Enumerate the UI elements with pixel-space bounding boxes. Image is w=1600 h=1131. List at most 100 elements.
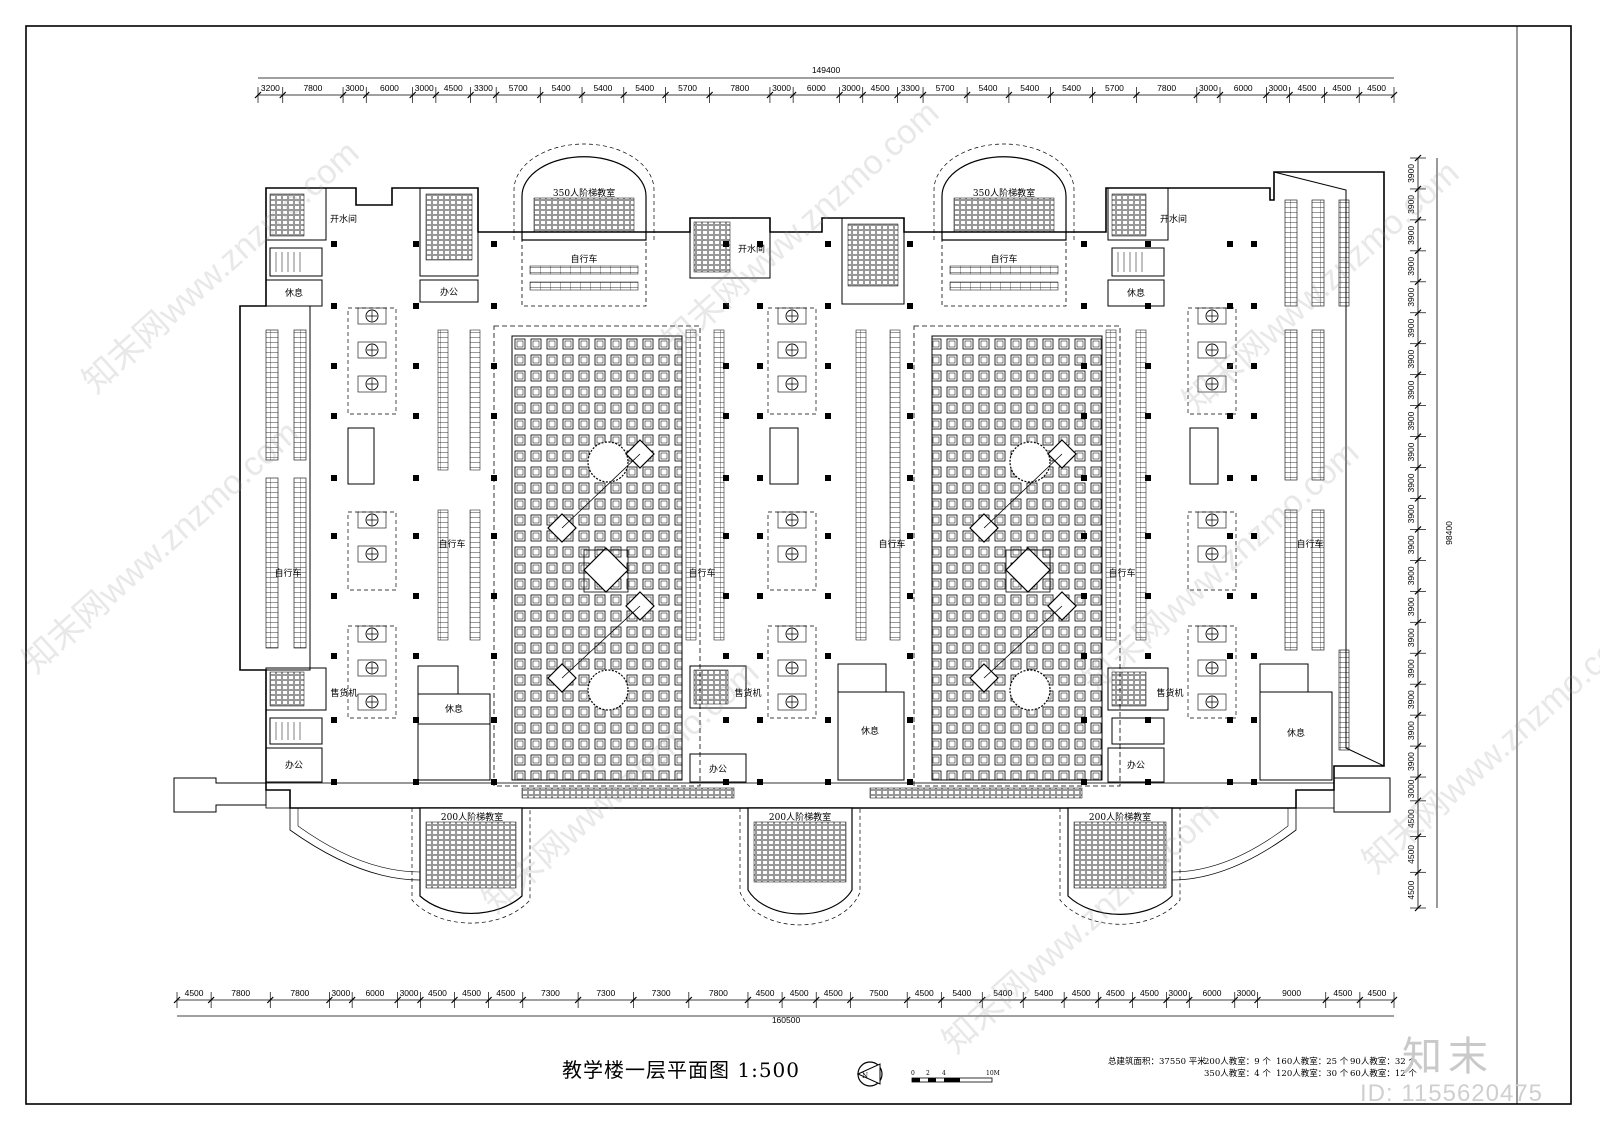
top-dim-tick-mark bbox=[836, 91, 843, 99]
column bbox=[1081, 717, 1087, 723]
column bbox=[1227, 653, 1233, 659]
office-room bbox=[1107, 747, 1165, 783]
bottom-dim-segment-label: 4500 bbox=[1333, 988, 1352, 998]
fan-blades bbox=[1207, 345, 1217, 355]
room-label-rest: 休息 bbox=[1127, 287, 1145, 299]
column bbox=[723, 303, 729, 309]
column bbox=[825, 363, 831, 369]
fan-blades bbox=[367, 311, 377, 321]
toilet-fixtures bbox=[1111, 671, 1147, 707]
right-dim-tick-mark bbox=[1414, 433, 1422, 440]
fan-housing bbox=[357, 511, 387, 529]
column bbox=[413, 413, 419, 419]
bottom-dim-segment-label: 3000 bbox=[400, 988, 419, 998]
scale-label-4: 4 bbox=[942, 1070, 946, 1077]
lecture-hall-350-right bbox=[941, 156, 1067, 241]
bike-rack bbox=[1135, 329, 1147, 641]
right-dim-segment-label: 3900 bbox=[1406, 504, 1416, 523]
stat-200-classrooms: 200人教室：9 个 bbox=[1204, 1057, 1271, 1067]
fan-housing bbox=[777, 625, 807, 643]
room-label-lecture-200: 200人阶梯教室 bbox=[1089, 811, 1151, 823]
bike-rack bbox=[949, 281, 1059, 291]
structural-columns bbox=[331, 241, 1257, 785]
room-label-lecture-350: 350人阶梯教室 bbox=[973, 187, 1035, 199]
column bbox=[907, 779, 913, 785]
bottom-dim-tick-mark bbox=[1185, 996, 1193, 1004]
fan-housing bbox=[357, 307, 387, 325]
column bbox=[1145, 413, 1151, 419]
room-label-office: 办公 bbox=[709, 763, 727, 775]
bottom-dim-tick-mark bbox=[266, 996, 274, 1004]
fan-housing bbox=[777, 307, 807, 325]
top-dim-segment-label: 5700 bbox=[1105, 83, 1124, 93]
top-dim-tick-mark bbox=[1355, 91, 1363, 99]
column bbox=[1251, 475, 1257, 481]
lecture-hall-seating bbox=[533, 197, 635, 233]
right-dim-tick-mark bbox=[1414, 868, 1422, 876]
fan-blades bbox=[787, 515, 797, 525]
entrance-passage-left bbox=[173, 777, 267, 813]
top-dim-segment-label: 4500 bbox=[1332, 83, 1351, 93]
column bbox=[1227, 779, 1233, 785]
bottom-dim-segment-label: 3000 bbox=[1168, 988, 1187, 998]
north-label: N bbox=[862, 1072, 868, 1080]
bottom-dim-segment-label: 4500 bbox=[1367, 988, 1386, 998]
bike-rack bbox=[1284, 329, 1298, 481]
bottom-dim-segment-label: 5400 bbox=[1034, 988, 1053, 998]
bottom-dim-segment-label: 7800 bbox=[709, 988, 728, 998]
bottom-dim-segment-label: 7300 bbox=[541, 988, 560, 998]
bottom-dim-tick-mark bbox=[812, 996, 820, 1004]
fan-housing bbox=[1197, 375, 1227, 393]
top-dim-tick-mark bbox=[706, 91, 714, 99]
fan-housing bbox=[1197, 341, 1227, 359]
tree-icon bbox=[1009, 669, 1051, 711]
hall-dashed-outline bbox=[411, 808, 531, 924]
bottom-dim-tick-mark bbox=[1390, 996, 1398, 1004]
column bbox=[825, 593, 831, 599]
column bbox=[491, 241, 497, 247]
fan-blades bbox=[787, 663, 797, 673]
fan-blades bbox=[787, 697, 797, 707]
top-dim-tick-mark bbox=[1390, 91, 1398, 99]
right-dim-tick-mark bbox=[1414, 278, 1422, 286]
fan-housing bbox=[357, 375, 387, 393]
fan-blades bbox=[367, 345, 377, 355]
room-label-rest: 休息 bbox=[445, 703, 463, 715]
top-dim-segment-label: 4500 bbox=[444, 83, 463, 93]
plaza-features-left bbox=[547, 439, 655, 711]
canopy-curve-right-2 bbox=[1171, 808, 1289, 873]
right-dim-tick-mark bbox=[1414, 247, 1422, 255]
column bbox=[1081, 363, 1087, 369]
hall-dashed-outline bbox=[1059, 808, 1181, 925]
top-dim-tick-mark bbox=[279, 91, 287, 99]
top-dim-tick-mark bbox=[492, 91, 500, 99]
bottom-dim-segment-label: 6000 bbox=[365, 988, 384, 998]
auditorium-seating bbox=[847, 223, 899, 287]
toilet-block bbox=[1107, 667, 1169, 711]
rest-room-lower bbox=[417, 723, 491, 781]
bottom-dim-tick-mark bbox=[685, 996, 693, 1004]
fan-blades bbox=[367, 697, 377, 707]
bottom-dim-tick-mark bbox=[978, 996, 986, 1004]
office-room bbox=[419, 279, 479, 303]
top-dim-segment-label: 7800 bbox=[303, 83, 322, 93]
top-dim-tick-mark bbox=[1088, 91, 1096, 99]
column bbox=[331, 413, 337, 419]
column bbox=[1145, 475, 1151, 481]
bottom-dim-tick-mark bbox=[1163, 996, 1170, 1004]
right-dim-tick-mark bbox=[1414, 833, 1422, 840]
fan-blades bbox=[787, 379, 797, 389]
column bbox=[1081, 303, 1087, 309]
stair-core bbox=[269, 247, 323, 277]
top-dim-tick-mark bbox=[1133, 91, 1140, 99]
bottom-dim-tick-mark bbox=[1356, 996, 1364, 1004]
top-dim-tick-mark bbox=[1286, 91, 1294, 99]
canopy-curve-left-2 bbox=[297, 808, 421, 873]
lecture-hall-seating bbox=[753, 821, 847, 883]
bottom-dim-segment-label: 7300 bbox=[652, 988, 671, 998]
room-label-lecture-200: 200人阶梯教室 bbox=[441, 811, 503, 823]
column bbox=[1251, 241, 1257, 247]
auditorium-seating bbox=[425, 193, 473, 261]
column bbox=[491, 363, 497, 369]
